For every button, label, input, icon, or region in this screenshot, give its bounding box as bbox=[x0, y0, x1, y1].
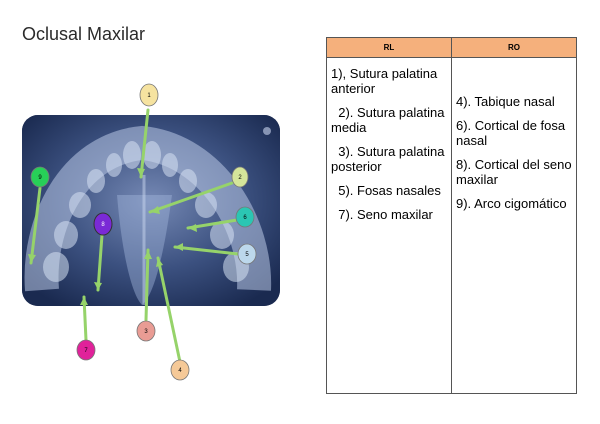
arrow-2 bbox=[148, 181, 234, 214]
marker-4: 4 bbox=[170, 359, 190, 381]
marker-1: 1 bbox=[139, 83, 159, 107]
svg-text:1: 1 bbox=[147, 93, 151, 99]
svg-text:3: 3 bbox=[144, 329, 148, 335]
classification-table: RL RO 1), Sutura palatina anterior 2). S… bbox=[326, 37, 577, 394]
marker-8: 8 bbox=[93, 212, 113, 236]
arrow-8 bbox=[96, 233, 104, 292]
arrow-5 bbox=[173, 245, 240, 256]
svg-text:7: 7 bbox=[84, 348, 88, 354]
ro-item: 9). Arco cigomático bbox=[456, 196, 567, 211]
svg-text:9: 9 bbox=[38, 175, 42, 181]
header-rl: RL bbox=[327, 38, 452, 57]
arrow-9 bbox=[29, 186, 42, 265]
arrow-3 bbox=[144, 248, 150, 322]
marker-2: 2 bbox=[231, 166, 249, 188]
marker-6: 6 bbox=[235, 206, 255, 228]
arrow-4 bbox=[156, 256, 182, 364]
rl-item: 1), Sutura palatina anterior bbox=[331, 66, 438, 96]
svg-text:6: 6 bbox=[243, 215, 247, 221]
column-ro: 4). Tabique nasal 6). Cortical de fosa n… bbox=[452, 58, 576, 393]
rl-item: 7). Seno maxilar bbox=[331, 207, 433, 222]
arrow-1 bbox=[139, 108, 150, 179]
table-header: RL RO bbox=[327, 38, 576, 58]
marker-7: 7 bbox=[76, 339, 96, 361]
svg-text:4: 4 bbox=[178, 368, 182, 374]
marker-9: 9 bbox=[30, 166, 50, 188]
ro-item: 4). Tabique nasal bbox=[456, 94, 555, 109]
column-rl: 1), Sutura palatina anterior 2). Sutura … bbox=[327, 58, 452, 393]
svg-text:2: 2 bbox=[238, 175, 242, 181]
slide-title: Oclusal Maxilar bbox=[22, 24, 146, 44]
svg-text:5: 5 bbox=[245, 252, 249, 258]
table-body: 1), Sutura palatina anterior 2). Sutura … bbox=[327, 58, 576, 393]
marker-5: 5 bbox=[237, 243, 257, 265]
marker-3: 3 bbox=[136, 320, 156, 342]
ro-item: 6). Cortical de fosa nasal bbox=[456, 118, 566, 148]
ro-item: 8). Cortical del seno maxilar bbox=[456, 157, 572, 187]
svg-text:8: 8 bbox=[101, 222, 105, 228]
header-ro: RO bbox=[508, 43, 520, 52]
occlusal-xray-image bbox=[22, 115, 280, 306]
rl-item: 5). Fosas nasales bbox=[331, 183, 441, 198]
rl-item: 3). Sutura palatina posterior bbox=[331, 144, 445, 174]
rl-item: 2). Sutura palatina media bbox=[331, 105, 445, 135]
